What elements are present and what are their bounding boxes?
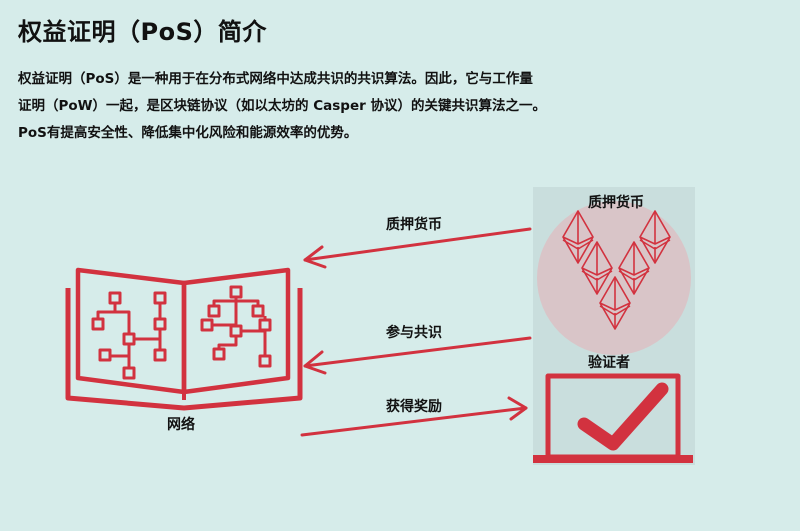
arrow-consensus-label: 参与共识 xyxy=(386,325,442,341)
laptop-checkmark-icon xyxy=(533,373,693,463)
intro-line-3: PoS有提高安全性、降低集中化风险和能源效率的优势。 xyxy=(18,125,358,141)
ethereum-diamond-icon xyxy=(639,210,671,264)
open-book-flowchart-icon xyxy=(65,267,303,411)
arrow-receive-reward xyxy=(300,396,528,437)
staked-coins-label: 质押货币 xyxy=(588,195,644,211)
page-title: 权益证明（PoS）简介 xyxy=(18,18,267,46)
arrow-participate-consensus xyxy=(303,336,532,375)
intro-line-2: 证明（PoW）一起，是区块链协议（如以太坊的 Casper 协议）的关键共识算法… xyxy=(18,98,546,114)
ethereum-coin-icons xyxy=(562,210,671,330)
validator-label: 验证者 xyxy=(588,355,630,371)
network-label: 网络 xyxy=(167,417,195,433)
arrow-stake-coins xyxy=(303,227,532,269)
ethereum-diamond-icon xyxy=(581,241,613,295)
intro-paragraph: 权益证明（PoS）是一种用于在分布式网络中达成共识的共识算法。因此，它与工作量 … xyxy=(18,66,618,147)
intro-line-1: 权益证明（PoS）是一种用于在分布式网络中达成共识的共识算法。因此，它与工作量 xyxy=(18,71,533,87)
ethereum-diamond-icon xyxy=(562,210,594,264)
ethereum-diamond-icon xyxy=(599,276,631,330)
arrow-stake-label: 质押货币 xyxy=(386,217,442,233)
ethereum-diamond-icon xyxy=(618,241,650,295)
arrow-reward-label: 获得奖励 xyxy=(386,399,442,415)
